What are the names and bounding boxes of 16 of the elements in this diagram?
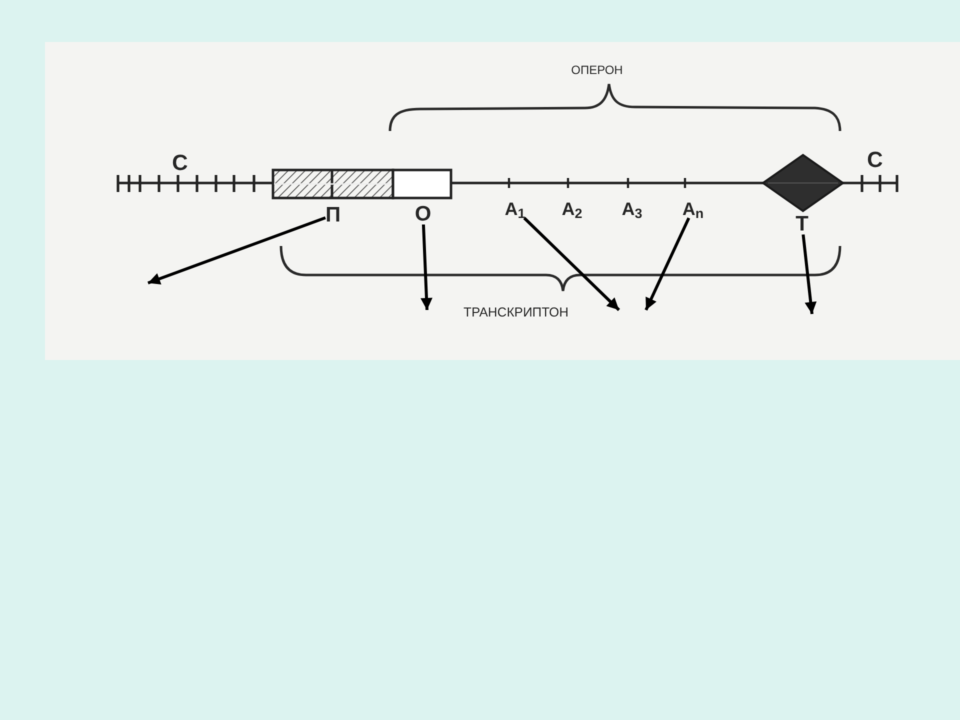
region-label: П xyxy=(325,204,341,226)
arrow xyxy=(420,224,432,310)
arrow xyxy=(147,216,326,284)
brace-label: ТРАНСКРИПТОН xyxy=(464,306,568,318)
region-label: С xyxy=(867,149,883,171)
region-label: О xyxy=(414,204,432,224)
arrow xyxy=(523,216,620,312)
arrow xyxy=(644,217,690,311)
region-label: С xyxy=(172,152,188,174)
region-label: Т xyxy=(796,214,808,234)
arrow xyxy=(802,234,817,314)
gene-label: А$_{1}$ xyxy=(504,200,526,218)
gene-label: А$_{n}$ xyxy=(682,200,704,218)
gene-label: А$_{2}$ xyxy=(562,200,582,218)
brace-label: ОПЕРОН xyxy=(571,64,623,76)
gene-label: А$_{3}$ xyxy=(622,200,642,218)
